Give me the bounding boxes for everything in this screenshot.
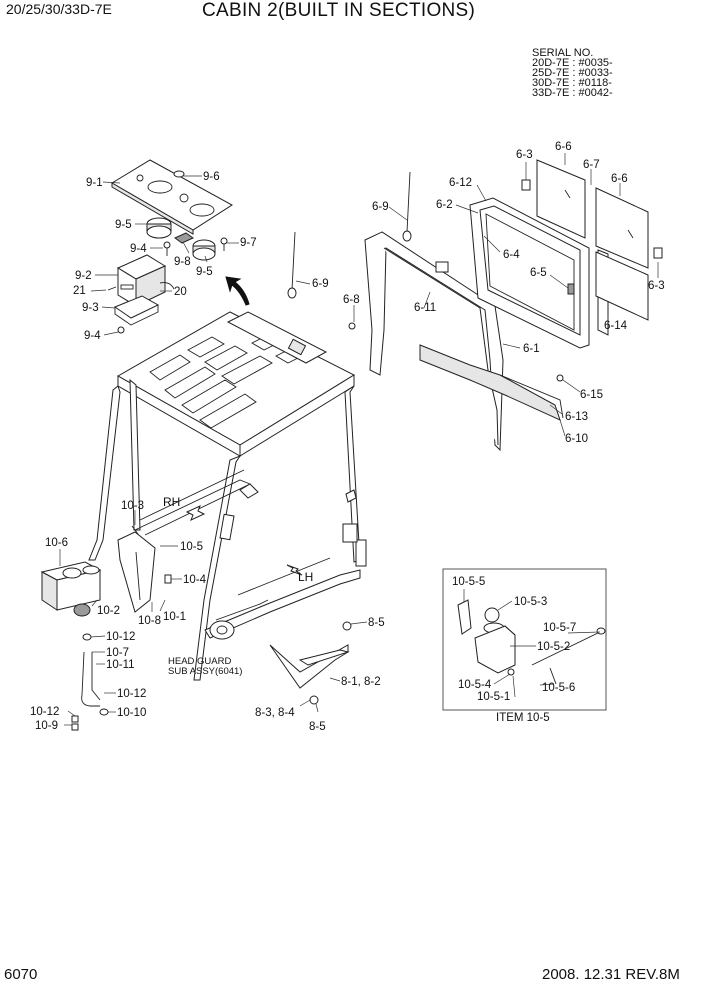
callout-label: 9-7 bbox=[240, 237, 257, 249]
callout-label: 10-7 bbox=[106, 647, 129, 659]
screw-10-4 bbox=[164, 574, 172, 584]
cabin-frame bbox=[88, 311, 367, 681]
bolt-6-15 bbox=[556, 374, 564, 382]
callout-label: 9-2 bbox=[75, 270, 92, 282]
callout-label: 10-6 bbox=[45, 537, 68, 549]
bracket-10-5 bbox=[117, 531, 156, 613]
speaker-9-5 bbox=[146, 217, 216, 261]
roof-panel-9-1 bbox=[111, 159, 233, 235]
window-frame-6-2 bbox=[469, 197, 590, 349]
callout-label: 20 bbox=[174, 286, 187, 298]
callout-label: 10-9 bbox=[35, 720, 58, 732]
callout-label: 21 bbox=[73, 285, 86, 297]
callout-label: SUB ASSY(6041) bbox=[168, 666, 242, 677]
callout-label: 6-4 bbox=[503, 249, 520, 261]
callout-label: 10-10 bbox=[117, 707, 146, 719]
callout-label: 6-14 bbox=[604, 320, 628, 332]
serial-line: 30D-7E : #0118- bbox=[532, 77, 612, 89]
callout-label: 8-3, 8-4 bbox=[255, 707, 295, 719]
callout-label: 8-5 bbox=[309, 721, 326, 733]
callout-label: 10-11 bbox=[106, 659, 135, 671]
screw-9-6 bbox=[173, 170, 185, 178]
callout-label: 10-5-6 bbox=[542, 682, 575, 694]
callout-label: 10-12 bbox=[106, 631, 135, 643]
callout-label: 6-11 bbox=[414, 302, 436, 314]
callout-label: 9-1 bbox=[86, 177, 103, 189]
callout-label: 6-7 bbox=[583, 159, 600, 171]
door-frame-6-1 bbox=[364, 231, 564, 452]
bolt-6-8 bbox=[348, 322, 356, 330]
callout-label: 9-5 bbox=[115, 219, 132, 231]
callout-label: 6-5 bbox=[530, 267, 547, 279]
hose-10-7 bbox=[81, 633, 109, 716]
screw-9-7 bbox=[220, 237, 228, 251]
date-revision: 2008. 12.31 REV.8M bbox=[542, 966, 680, 983]
screw-21 bbox=[107, 286, 117, 291]
bracket-9-3 bbox=[113, 295, 160, 326]
callout-label: 9-8 bbox=[174, 256, 191, 268]
callout-label: 9-4 bbox=[84, 330, 101, 342]
callout-label: ITEM 10-5 bbox=[496, 712, 550, 724]
callout-label: 6-15 bbox=[580, 389, 603, 401]
callout-label: 10-5-4 bbox=[458, 679, 492, 691]
callout-label: 10-4 bbox=[183, 574, 207, 586]
screw-9-4 bbox=[163, 241, 171, 256]
callout-label: 10-3 bbox=[121, 500, 144, 512]
page-title: CABIN 2(BUILT IN SECTIONS) bbox=[202, 0, 476, 21]
callout-label: HEAD GUARD bbox=[168, 656, 231, 667]
leader-lines bbox=[59, 153, 659, 726]
callout-labels: 9-1 9-6 9-5 9-4 9-8 9-5 9-7 9-2 21 20 9-… bbox=[30, 141, 665, 733]
callout-label: 6-3 bbox=[516, 149, 533, 161]
serial-heading: SERIAL NO. bbox=[532, 47, 594, 59]
screw-9-4b bbox=[117, 326, 125, 334]
callout-label: 8-5 bbox=[368, 617, 385, 629]
callout-label: 10-12 bbox=[30, 706, 59, 718]
callout-label: 6-6 bbox=[555, 141, 572, 153]
callout-label: 10-12 bbox=[117, 688, 146, 700]
serial-number-block: SERIAL NO. 20D-7E : #0035- 25D-7E : #003… bbox=[532, 47, 613, 99]
inset-item-10-5 bbox=[442, 568, 607, 711]
nozzle-10-9 bbox=[71, 715, 79, 731]
callout-label: RH bbox=[163, 495, 180, 509]
callout-label: 9-4 bbox=[130, 243, 147, 255]
radio-20 bbox=[116, 254, 175, 307]
callout-label: 6-8 bbox=[343, 294, 360, 306]
cover-8-1 bbox=[269, 621, 352, 705]
cap-9-8 bbox=[174, 232, 194, 244]
callout-label: 6-9 bbox=[372, 201, 389, 213]
page-number: 6070 bbox=[4, 966, 38, 983]
arrow-icon bbox=[225, 276, 250, 306]
callout-label: 10-5-1 bbox=[477, 691, 510, 703]
callout-label: 10-5-2 bbox=[537, 641, 570, 653]
callout-label: 10-5-3 bbox=[514, 596, 547, 608]
callout-label: 10-2 bbox=[97, 605, 120, 617]
washer-tank-10-6 bbox=[40, 561, 102, 617]
callout-label: 9-6 bbox=[203, 171, 220, 183]
serial-line: 33D-7E : #0042- bbox=[532, 87, 613, 99]
callout-label: 9-3 bbox=[82, 302, 99, 314]
screw-10-3 bbox=[131, 525, 139, 535]
model-code: 20/25/30/33D-7E bbox=[6, 1, 112, 17]
glass-6-6 bbox=[536, 159, 649, 321]
callout-label: 6-13 bbox=[565, 411, 588, 423]
callout-label: 10-1 bbox=[163, 611, 186, 623]
serial-line: 25D-7E : #0033- bbox=[532, 67, 613, 79]
callout-label: 6-6 bbox=[611, 173, 628, 185]
callout-label: 6-9 bbox=[312, 278, 329, 290]
callout-label: LH bbox=[298, 570, 313, 584]
callout-label: 6-1 bbox=[523, 343, 540, 355]
callout-label: 8-1, 8-2 bbox=[341, 676, 381, 688]
antenna-6-9 bbox=[287, 171, 412, 299]
callout-label: 10-8 bbox=[138, 615, 161, 627]
callout-label: 10-5 bbox=[180, 541, 203, 553]
callout-label: 10-5-5 bbox=[452, 576, 485, 588]
serial-line: 20D-7E : #0035- bbox=[532, 57, 613, 69]
callout-label: 6-12 bbox=[449, 177, 472, 189]
callout-label: 6-3 bbox=[648, 280, 665, 292]
callout-label: 6-2 bbox=[436, 199, 453, 211]
callout-label: 6-10 bbox=[565, 433, 588, 445]
callout-label: 9-5 bbox=[196, 266, 213, 278]
callout-label: 10-5-7 bbox=[543, 622, 576, 634]
